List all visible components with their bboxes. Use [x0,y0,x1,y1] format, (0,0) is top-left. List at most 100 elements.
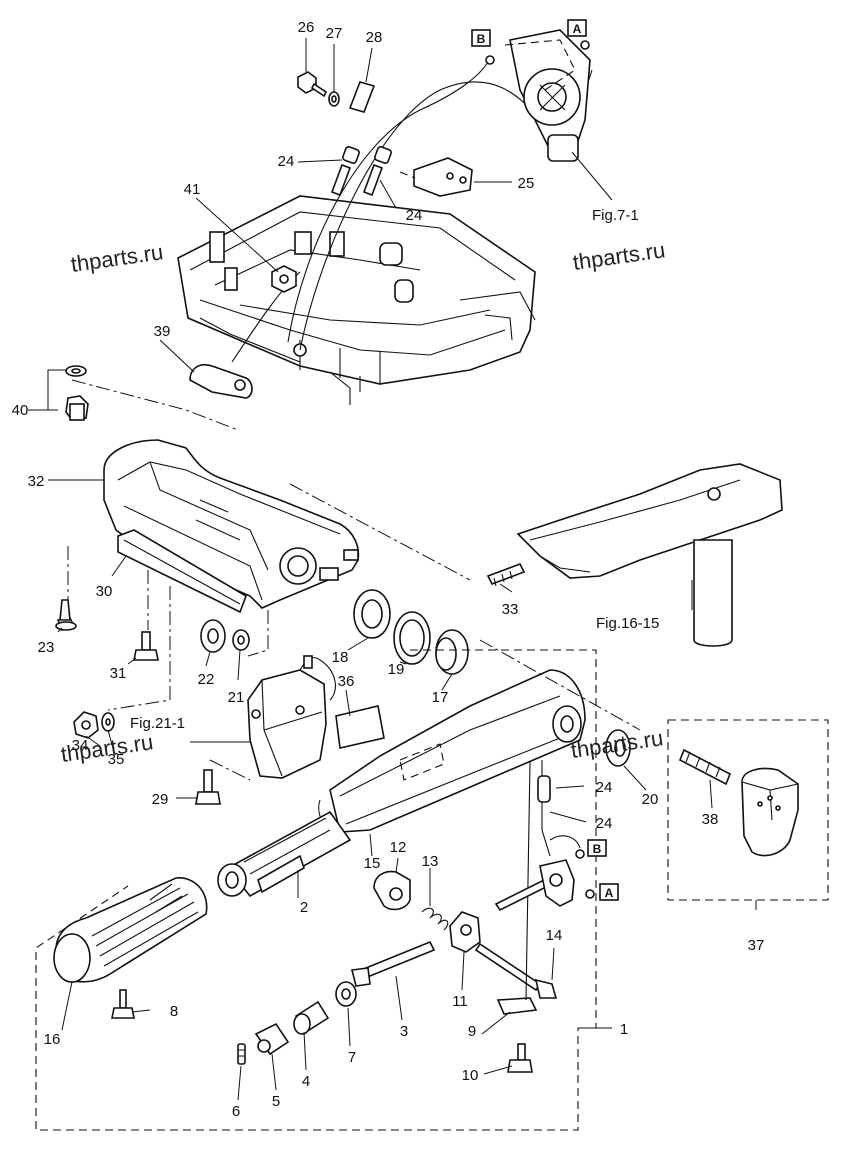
part-37-cap [741,767,799,857]
connector-box-b-bottom: B [587,839,607,857]
part-27-washer [328,91,340,107]
callout-29: 29 [152,791,169,808]
part-24-joint-upper [330,146,416,197]
part-17-bushing [435,629,469,675]
part-28-pin [348,81,376,113]
callout-22: 22 [198,671,215,688]
callout-17: 17 [432,689,449,706]
part-4-sleeve [293,1000,330,1035]
callout-13: 13 [422,853,439,870]
part-32-bracket-housing [103,439,360,609]
callout-23: 23 [38,639,55,656]
leader-lines [28,38,757,1101]
fig21-switch-box [247,655,336,779]
carburetor-linkage [485,29,591,162]
part-9-plate [496,997,538,1015]
callout-40: 40 [12,402,29,419]
callout-28: 28 [366,29,383,46]
part-16-grip [53,877,208,983]
part-21-washer [232,629,250,651]
part-13-spring [421,907,449,931]
callout-5: 5 [272,1093,280,1110]
callout-4: 4 [302,1073,310,1090]
part-33-stud [486,562,526,587]
svg-text:A: A [573,22,582,36]
callout-24d: 24 [596,815,613,832]
callout-25: 25 [518,175,535,192]
callout-11: 11 [452,993,468,1010]
part-40-bolt-washer [65,365,89,421]
part-20-washer [605,729,631,767]
callout-34: 34 [72,737,89,754]
callout-30: 30 [96,583,113,600]
bracket-frame [177,195,536,405]
part-5-collar [254,1022,290,1056]
callout-14: 14 [546,927,563,944]
callout-24c: 24 [596,779,613,796]
callout-2: 2 [300,899,308,916]
watermark-1: thparts.ru [69,239,165,277]
callout-24b: 24 [406,207,423,224]
callout-27: 27 [326,25,343,42]
part-11-block [449,911,481,953]
part-39-clamp [189,364,253,399]
callout-41: 41 [184,181,201,198]
part-3-rod [351,940,436,987]
callout-10: 10 [462,1067,479,1084]
callouts: 26 27 28 24 24 25 41 39 40 32 30 23 31 2… [12,19,765,1120]
part-6-set-screw [237,1043,246,1065]
callout-36: 36 [338,673,355,690]
callout-9: 9 [468,1023,476,1040]
part-8-screw [111,989,135,1019]
fig-ref-21-1: Fig.21-1 [130,715,185,732]
part-41-nut [271,265,297,293]
part-38-stud [678,748,732,786]
part-12-knob [373,870,411,911]
callout-7: 7 [348,1049,356,1066]
callout-19: 19 [388,661,405,678]
part-34-nut [73,711,99,739]
part-29-bolt [195,769,221,805]
part-25-bracket [413,157,473,197]
callout-12: 12 [390,839,407,856]
connector-box-a-bottom: A [599,883,619,901]
callout-35: 35 [108,751,125,768]
connector-box-a-top: A [567,19,587,37]
callout-20: 20 [642,791,659,808]
callout-31: 31 [110,665,127,682]
part-19-ring [393,611,431,665]
callout-3: 3 [400,1023,408,1040]
callout-16: 16 [44,1031,61,1048]
fig-ref-16-15: Fig.16-15 [596,615,659,632]
connector-box-b-top: B [471,29,491,47]
part-35-washer [101,712,115,732]
callout-26: 26 [298,19,315,36]
part-23-screw [55,599,77,631]
callout-1: 1 [620,1021,628,1038]
part-22-nut [200,619,226,653]
svg-text:B: B [593,842,602,856]
callout-38: 38 [702,811,719,828]
fig16-swivel-bracket [516,463,783,647]
callout-8: 8 [170,1003,178,1020]
part-30-rail [117,529,247,614]
part-10-screw [507,1043,533,1073]
callout-15: 15 [364,855,381,872]
callout-33: 33 [502,601,519,618]
callout-37: 37 [748,937,765,954]
svg-text:A: A [605,886,614,900]
lower-cable [494,760,595,1001]
part-7-bushing [335,981,357,1007]
callout-6: 6 [232,1103,240,1120]
part-18-ring [353,589,391,639]
callout-24a: 24 [278,153,295,170]
fig-ref-7-1: Fig.7-1 [592,207,639,224]
callout-39: 39 [154,323,171,340]
callout-32: 32 [28,473,45,490]
part-36-label [335,705,385,749]
callout-18: 18 [332,649,349,666]
part-2-shaft [217,810,352,898]
watermark-2: thparts.ru [571,237,667,275]
part-15-tiller-arm [318,669,586,835]
